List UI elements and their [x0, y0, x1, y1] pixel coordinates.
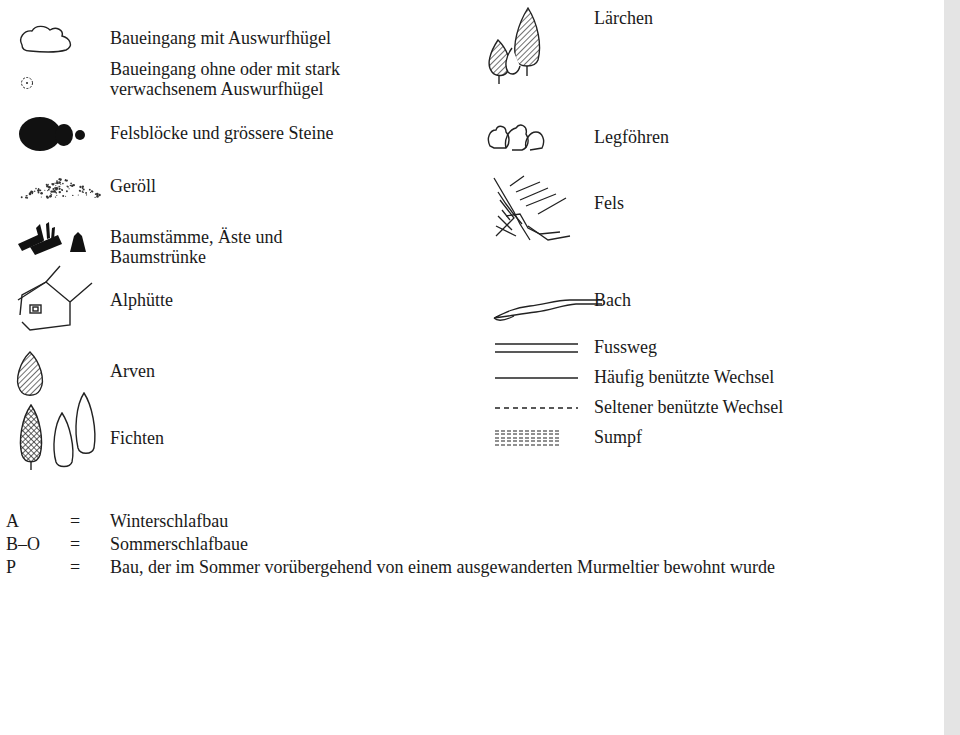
equals-sign: =: [70, 557, 100, 577]
code-meaning: Bau, der im Sommer vorübergehend von ein…: [110, 557, 775, 577]
spruce-symbol: [20, 393, 94, 470]
legend-text: Legföhren: [594, 127, 794, 147]
mountain-pine-symbol: [488, 125, 543, 150]
equals-sign: =: [70, 534, 100, 554]
building-code: A: [6, 511, 66, 531]
building-code: B–O: [6, 534, 66, 554]
legend-text: Alphütte: [110, 290, 310, 310]
legend-text: Fichten: [110, 428, 310, 448]
stream-symbol: [494, 300, 602, 318]
boulder-symbol: [19, 117, 61, 151]
legend-text: Felsblöcke und grössere Steine: [110, 123, 430, 143]
log-symbol: [18, 222, 86, 255]
legend-text: Baueingang ohne oder mit stark verwachse…: [110, 59, 400, 99]
equals-sign: =: [70, 511, 100, 531]
code-meaning: Sommerschlafbaue: [110, 534, 510, 554]
legend-text: Bach: [594, 290, 794, 310]
trail-rare-symbol: [495, 407, 578, 408]
legend-text: Geröll: [110, 176, 310, 196]
legend-text: Sumpf: [594, 427, 894, 447]
legend-text: Häufig benützte Wechsel: [594, 367, 894, 387]
scree-symbol: [21, 178, 101, 198]
legend-text: Lärchen: [594, 8, 794, 28]
burrow-entrance-symbol: [22, 78, 33, 89]
legend-text: Baueingang mit Auswurfhügel: [110, 28, 430, 48]
legend-text: Seltener benützte Wechsel: [594, 397, 894, 417]
scan-edge: [944, 0, 960, 735]
building-code: P: [6, 557, 66, 577]
burrow-mound-symbol: [21, 26, 71, 52]
larch-symbol: [489, 8, 539, 84]
swamp-symbol: [495, 431, 560, 445]
hut-symbol: [18, 266, 92, 330]
rock-face-symbol: [494, 176, 570, 240]
trail-frequent-symbol: [495, 377, 578, 378]
legend-text: Fussweg: [594, 337, 894, 357]
legend-text: Baumstämme, Äste und Baumstrünke: [110, 227, 340, 267]
legend-text: Arven: [110, 361, 310, 381]
stone-pine-symbol: [18, 352, 43, 395]
code-meaning: Winterschlafbau: [110, 511, 510, 531]
footpath-symbol: [495, 344, 578, 352]
legend-text: Fels: [594, 193, 794, 213]
